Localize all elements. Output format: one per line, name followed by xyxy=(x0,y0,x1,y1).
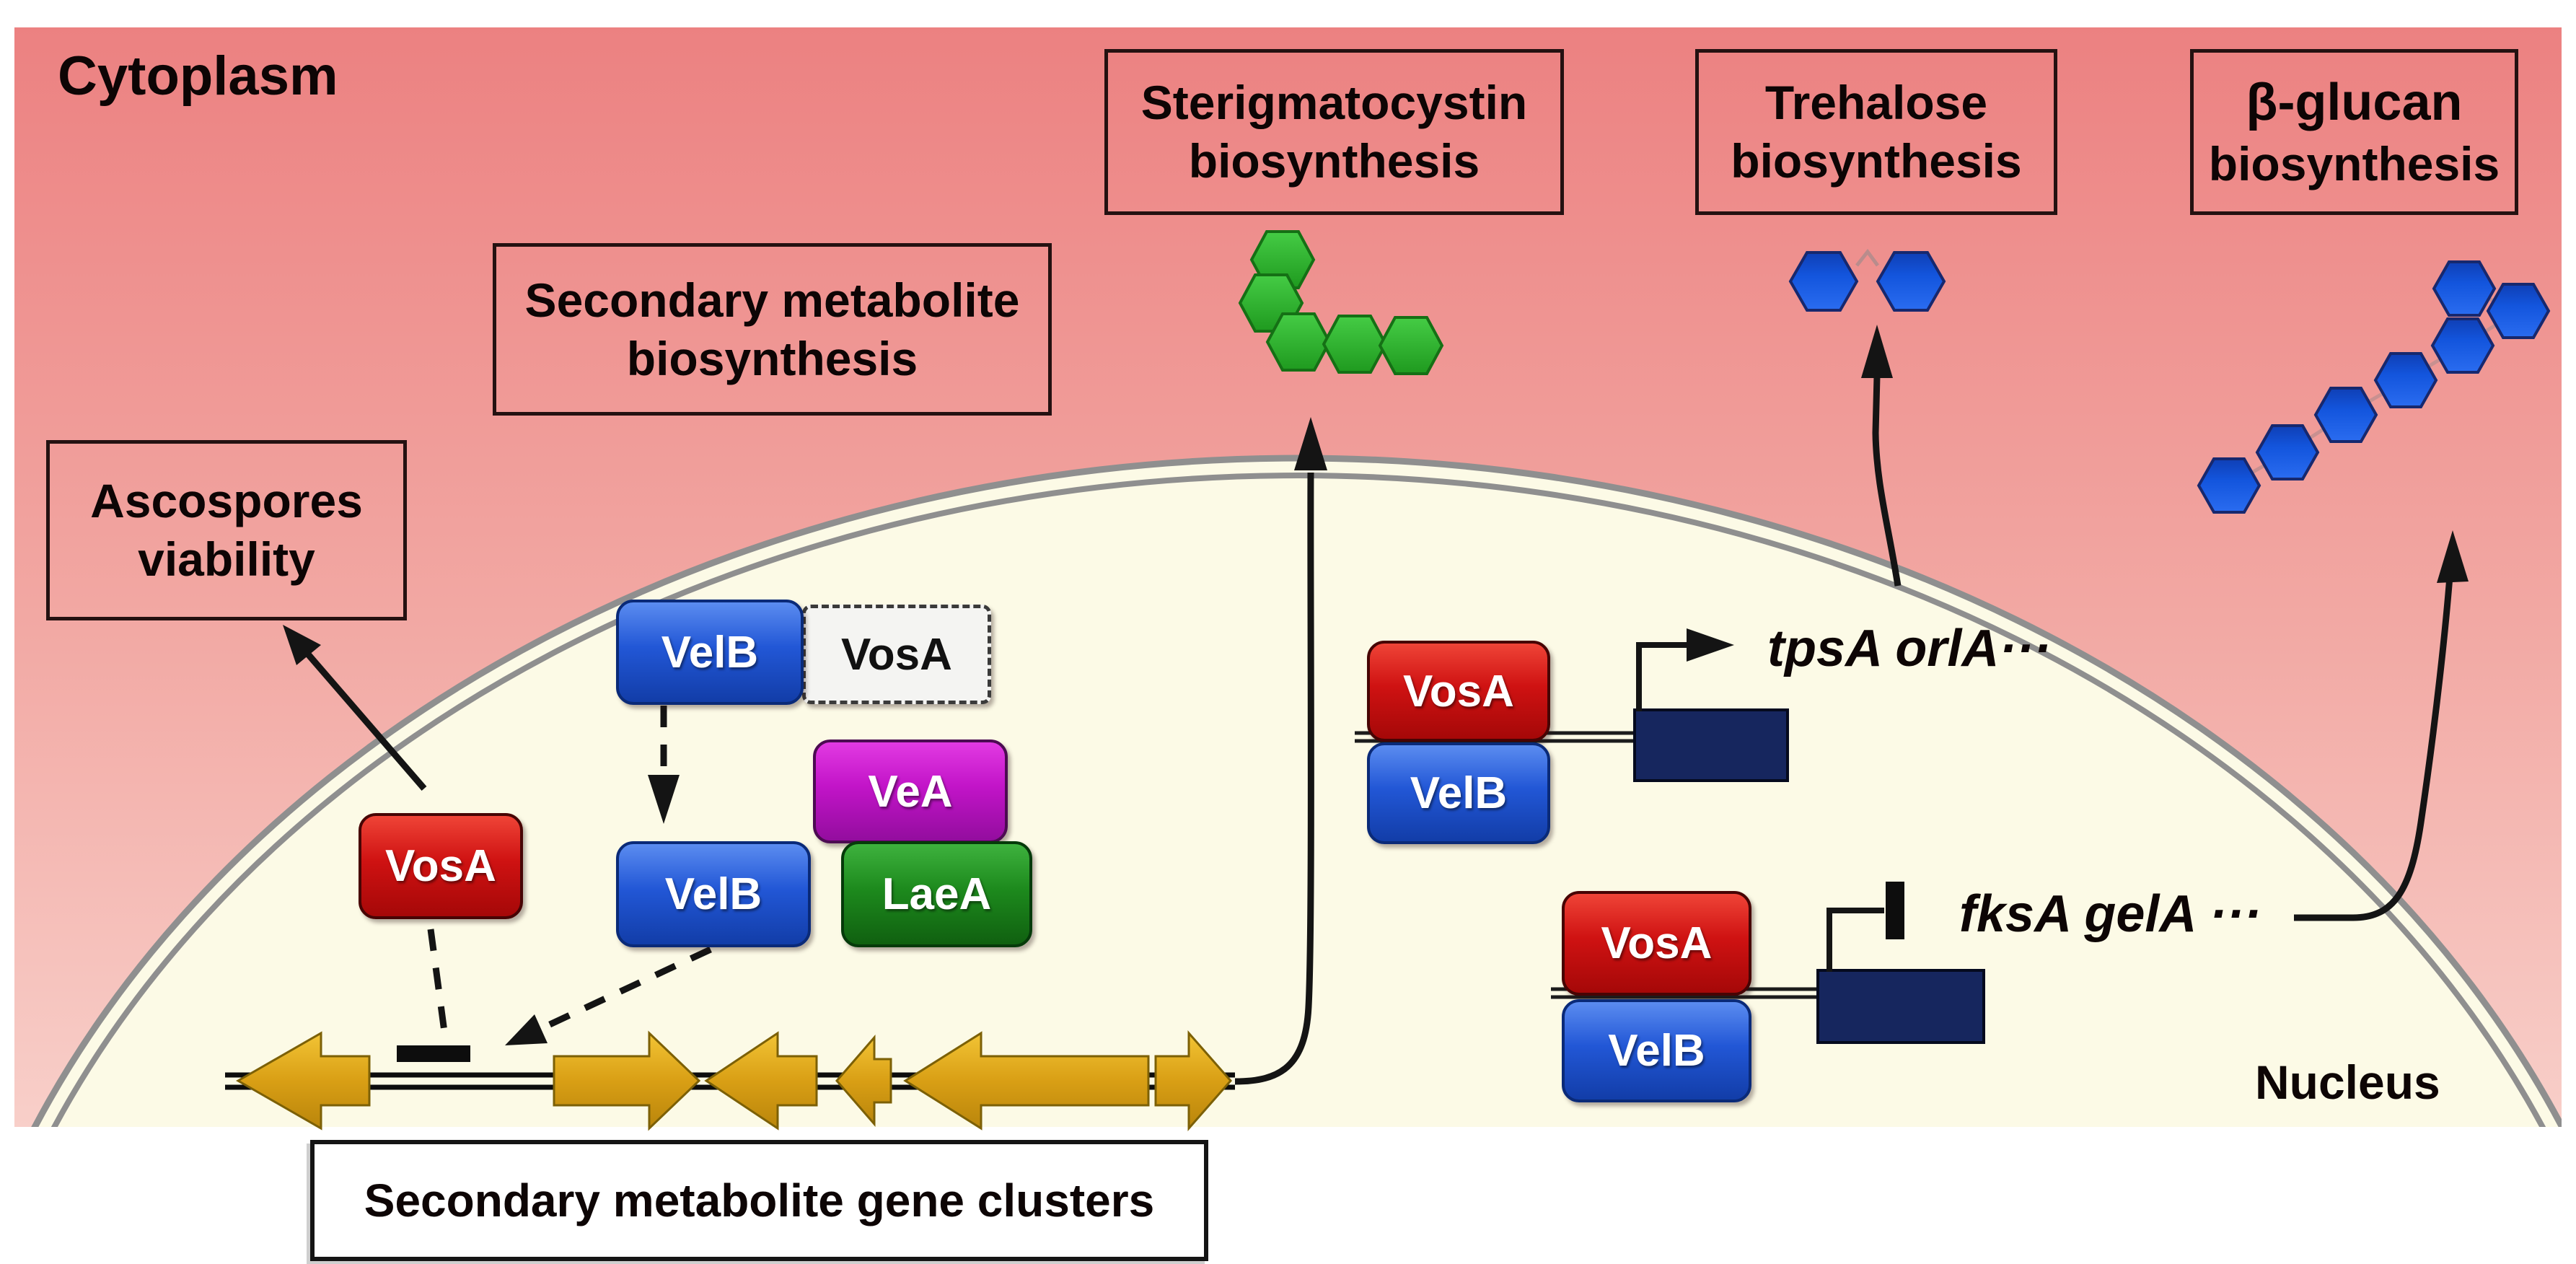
gene-arrow-left-5 xyxy=(903,1031,1150,1131)
trehalose-line1: Trehalose xyxy=(1764,76,1988,130)
beta-glucan-biosynthesis-box: β-glucan biosynthesis xyxy=(2190,49,2518,215)
vosa-represses-cluster-tbar xyxy=(397,929,470,1062)
vosa-module1-box: VosA xyxy=(1367,641,1550,742)
vosa-to-ascospores-arrow xyxy=(283,625,427,791)
cluster-to-sterigmatocystin-arrow xyxy=(1234,417,1327,1085)
vosa-nuclear-label: VosA xyxy=(385,841,496,891)
laea-label: LaeA xyxy=(882,869,992,919)
transcription-repression-tbar xyxy=(1886,882,1904,939)
gene-arrow-left-3 xyxy=(704,1031,818,1131)
gene-arrow-left-1 xyxy=(235,1031,371,1131)
vosa-nuclear-box: VosA xyxy=(359,813,523,919)
gene-clusters-text: Secondary metabolite gene clusters xyxy=(364,1174,1155,1226)
glucan-target-genes-text: fksA gelA ··· xyxy=(1959,885,2261,943)
gene-arrow-right-2 xyxy=(553,1030,701,1131)
ascospores-line1: Ascospores xyxy=(90,474,363,528)
gene-clusters-label-box: Secondary metabolite gene clusters xyxy=(310,1140,1208,1261)
sterigmatocystin-biosynthesis-box: Sterigmatocystin biosynthesis xyxy=(1104,49,1564,215)
secondary-line1: Secondary metabolite xyxy=(524,273,1020,327)
gene-cluster-arrows xyxy=(235,1030,1232,1131)
velb-complex-box: VelB xyxy=(616,841,811,947)
vea-label: VeA xyxy=(868,766,953,817)
laea-box: LaeA xyxy=(841,841,1032,947)
gene-arrow-right-6 xyxy=(1154,1030,1232,1131)
trehalose-biosynthesis-box: Trehalose biosynthesis xyxy=(1695,49,2057,215)
ascospores-line2: viability xyxy=(138,532,315,586)
vosa-ghost-box: VosA xyxy=(802,605,991,704)
complex-to-cluster-dashed-arrow xyxy=(505,946,712,1045)
velb-module2-label: VelB xyxy=(1608,1026,1705,1076)
vosa-ghost-label: VosA xyxy=(841,629,952,680)
trehalose-molecule-icon xyxy=(1788,248,1946,312)
velb-vosa-to-complex-dashed-arrow xyxy=(648,706,680,824)
beta-glucan-line1: β-glucan xyxy=(2246,73,2463,131)
vosa-module1-label: VosA xyxy=(1403,666,1514,716)
beta-glucan-line2: biosynthesis xyxy=(2208,136,2500,190)
trehalose-target-genes-text: tpsA orlA··· xyxy=(1767,620,2052,677)
sterigmatocystin-line1: Sterigmatocystin xyxy=(1140,76,1528,130)
ascospores-viability-box: Ascospores viability xyxy=(46,440,407,620)
sterigmatocystin-line2: biosynthesis xyxy=(1188,134,1480,188)
vosa-module2-box: VosA xyxy=(1562,891,1751,996)
vosa-module2-label: VosA xyxy=(1601,918,1713,968)
gene-arrow-left-4 xyxy=(835,1034,892,1128)
velb-module2-box: VelB xyxy=(1562,999,1751,1102)
sterigmatocystin-molecule-icon xyxy=(1238,230,1444,375)
secondary-metabolite-biosynthesis-box: Secondary metabolite biosynthesis xyxy=(493,243,1052,416)
velb-free-box: VelB xyxy=(616,600,804,705)
trehalose-gene-box xyxy=(1633,708,1789,782)
beta-glucan-chain-icon xyxy=(2197,260,2551,514)
vea-box: VeA xyxy=(813,739,1008,843)
glucan-gene-box xyxy=(1816,969,1985,1044)
velb-module1-label: VelB xyxy=(1410,768,1508,818)
transcription-activation-arrowhead xyxy=(1687,628,1734,662)
nucleus-label: Nucleus xyxy=(2255,1055,2440,1109)
genes-to-trehalose-arrow xyxy=(1861,325,1902,587)
nucleus-to-glucan-arrow xyxy=(2294,530,2469,921)
velb-module1-box: VelB xyxy=(1367,742,1550,844)
cytoplasm-label: Cytoplasm xyxy=(58,45,338,107)
trehalose-line2: biosynthesis xyxy=(1731,134,2022,188)
velb-complex-label: VelB xyxy=(664,869,762,919)
secondary-line2: biosynthesis xyxy=(626,331,918,385)
velb-free-label: VelB xyxy=(661,627,759,677)
